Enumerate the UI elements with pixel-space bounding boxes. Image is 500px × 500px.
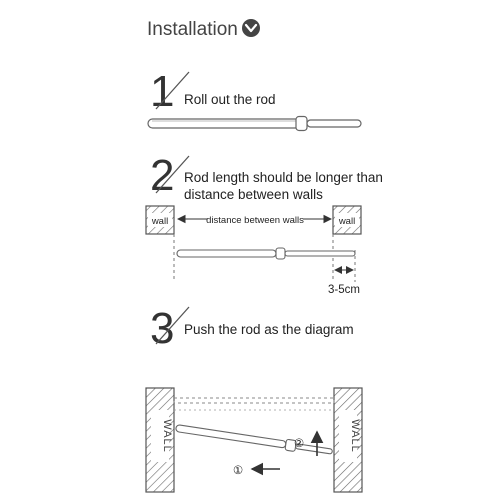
wall-label: wall: [151, 216, 168, 227]
overlap-label: 3-5cm: [328, 284, 360, 296]
page-title: Installation: [147, 19, 238, 40]
step-text: Push the rod as the diagram: [184, 322, 354, 337]
tension-rod: [176, 247, 356, 260]
push-left-arrow: ①: [233, 462, 280, 477]
overlap-measure: 3-5cm: [328, 266, 360, 296]
action-2-label: ②: [294, 438, 304, 450]
wall-left: WALL: [145, 387, 175, 493]
step-slash: [155, 71, 190, 110]
wall-left: wall: [145, 205, 175, 235]
distance-label: distance between walls: [206, 215, 304, 226]
step-number: 3: [150, 304, 174, 353]
header: Installation: [147, 19, 260, 40]
wall-label: WALL: [161, 419, 173, 453]
step-slash: [155, 155, 190, 194]
wall-label: wall: [338, 216, 355, 227]
distance-arrow: distance between walls: [176, 212, 333, 226]
wall-right: wall: [332, 205, 362, 235]
step-text: Roll out the rod: [184, 92, 276, 107]
wall-right: WALL: [333, 387, 363, 493]
tension-rod: [147, 115, 362, 132]
step-number: 1: [150, 67, 174, 116]
step-slash: [155, 306, 190, 345]
tension-rod-tilted: [175, 424, 333, 455]
step-number: 2: [150, 151, 174, 200]
step-1: 1 Roll out the rod: [147, 67, 362, 132]
step-2: 2 Rod length should be longer than dista…: [145, 151, 383, 296]
wall-label: WALL: [349, 419, 361, 453]
push-up-arrow: ②: [294, 430, 324, 456]
action-1-label: ①: [233, 465, 243, 477]
step-3: 3 Push the rod as the diagram WALL WALL …: [145, 304, 363, 493]
step-text-line-2: distance between walls: [184, 187, 323, 202]
step-text-line-1: Rod length should be longer than: [184, 170, 383, 185]
chevron-down-circle-icon: [242, 19, 260, 37]
